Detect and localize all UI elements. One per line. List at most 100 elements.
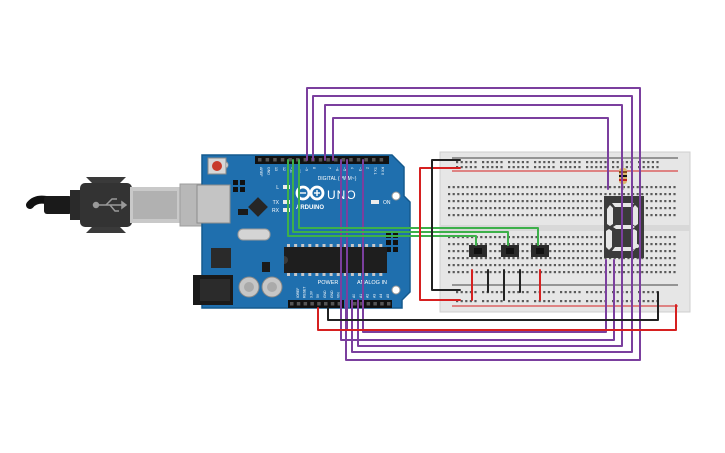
breadboard-hole[interactable]	[552, 300, 555, 303]
breadboard-hole[interactable]	[553, 186, 556, 189]
breadboard-hole[interactable]	[553, 271, 556, 274]
header-pin[interactable]	[356, 158, 361, 162]
breadboard-hole[interactable]	[494, 257, 497, 260]
header-pin[interactable]	[373, 302, 377, 306]
breadboard-hole[interactable]	[581, 214, 584, 217]
breadboard-hole[interactable]	[650, 193, 653, 196]
breadboard-hole[interactable]	[604, 193, 607, 196]
analog-header[interactable]	[350, 300, 392, 308]
breadboard-hole[interactable]	[471, 186, 474, 189]
breadboard-hole[interactable]	[604, 257, 607, 260]
breadboard-hole[interactable]	[586, 186, 589, 189]
breadboard-hole[interactable]	[521, 264, 524, 267]
header-pin[interactable]	[288, 158, 292, 162]
breadboard-hole[interactable]	[590, 186, 593, 189]
breadboard-hole[interactable]	[461, 214, 464, 217]
breadboard-hole[interactable]	[540, 257, 543, 260]
breadboard-hole[interactable]	[507, 200, 510, 203]
seven-segment-display[interactable]: 8	[0, 0, 644, 258]
breadboard-hole[interactable]	[650, 243, 653, 246]
breadboard-hole[interactable]	[595, 257, 598, 260]
header-pin[interactable]	[353, 302, 357, 306]
breadboard-hole[interactable]	[595, 186, 598, 189]
breadboard-hole[interactable]	[576, 193, 579, 196]
breadboard-hole[interactable]	[613, 186, 616, 189]
breadboard-hole[interactable]	[552, 166, 555, 169]
breadboard-hole[interactable]	[651, 300, 654, 303]
header-pin[interactable]	[372, 158, 376, 162]
breadboard-hole[interactable]	[452, 243, 455, 246]
breadboard-hole[interactable]	[627, 186, 630, 189]
breadboard-hole[interactable]	[595, 291, 598, 294]
breadboard-hole[interactable]	[526, 291, 529, 294]
breadboard-hole[interactable]	[543, 300, 546, 303]
breadboard-hole[interactable]	[521, 166, 524, 169]
breadboard-hole[interactable]	[627, 271, 630, 274]
breadboard-hole[interactable]	[553, 250, 556, 253]
breadboard-hole[interactable]	[448, 236, 451, 239]
breadboard-hole[interactable]	[500, 300, 503, 303]
breadboard-hole[interactable]	[599, 243, 602, 246]
breadboard-hole[interactable]	[544, 200, 547, 203]
breadboard-hole[interactable]	[599, 207, 602, 210]
breadboard-hole[interactable]	[576, 264, 579, 267]
breadboard-hole[interactable]	[549, 257, 552, 260]
reset-button[interactable]	[207, 157, 227, 175]
header-pin[interactable]	[324, 302, 328, 306]
breadboard-hole[interactable]	[474, 300, 477, 303]
breadboard-hole[interactable]	[563, 236, 566, 239]
breadboard-hole[interactable]	[521, 243, 524, 246]
breadboard-hole[interactable]	[461, 193, 464, 196]
breadboard-hole[interactable]	[457, 250, 460, 253]
breadboard-hole[interactable]	[586, 200, 589, 203]
breadboard-hole[interactable]	[576, 250, 579, 253]
breadboard-hole[interactable]	[471, 257, 474, 260]
breadboard-hole[interactable]	[659, 207, 662, 210]
breadboard-hole[interactable]	[659, 193, 662, 196]
breadboard-hole[interactable]	[457, 193, 460, 196]
breadboard-hole[interactable]	[618, 193, 621, 196]
breadboard-hole[interactable]	[673, 200, 676, 203]
breadboard-hole[interactable]	[517, 166, 520, 169]
breadboard-hole[interactable]	[549, 193, 552, 196]
breadboard-hole[interactable]	[489, 257, 492, 260]
header-pin[interactable]	[341, 158, 346, 162]
breadboard-hole[interactable]	[521, 300, 524, 303]
breadboard-hole[interactable]	[590, 271, 593, 274]
breadboard-hole[interactable]	[526, 271, 529, 274]
breadboard-hole[interactable]	[581, 236, 584, 239]
breadboard-hole[interactable]	[549, 271, 552, 274]
breadboard-hole[interactable]	[512, 257, 515, 260]
breadboard-hole[interactable]	[461, 200, 464, 203]
breadboard-hole[interactable]	[517, 271, 520, 274]
breadboard-hole[interactable]	[618, 271, 621, 274]
breadboard-hole[interactable]	[466, 236, 469, 239]
breadboard-hole[interactable]	[564, 166, 567, 169]
breadboard-hole[interactable]	[569, 291, 572, 294]
breadboard-hole[interactable]	[642, 300, 645, 303]
breadboard-hole[interactable]	[549, 264, 552, 267]
breadboard-hole[interactable]	[535, 257, 538, 260]
breadboard-hole[interactable]	[576, 214, 579, 217]
breadboard-hole[interactable]	[581, 264, 584, 267]
breadboard-hole[interactable]	[534, 161, 537, 164]
header-pin[interactable]	[380, 302, 384, 306]
breadboard-hole[interactable]	[645, 257, 648, 260]
breadboard-hole[interactable]	[544, 214, 547, 217]
breadboard-hole[interactable]	[491, 166, 494, 169]
breadboard-hole[interactable]	[474, 166, 477, 169]
breadboard-hole[interactable]	[471, 214, 474, 217]
breadboard-hole[interactable]	[489, 264, 492, 267]
header-pin[interactable]	[366, 302, 371, 306]
breadboard-hole[interactable]	[553, 193, 556, 196]
breadboard-hole[interactable]	[530, 186, 533, 189]
breadboard-hole[interactable]	[512, 243, 515, 246]
breadboard-hole[interactable]	[544, 207, 547, 210]
breadboard-hole[interactable]	[452, 250, 455, 253]
breadboard-hole[interactable]	[517, 236, 520, 239]
wire-purple[interactable]	[306, 87, 641, 361]
breadboard-hole[interactable]	[486, 300, 489, 303]
breadboard-hole[interactable]	[461, 186, 464, 189]
breadboard-hole[interactable]	[645, 200, 648, 203]
